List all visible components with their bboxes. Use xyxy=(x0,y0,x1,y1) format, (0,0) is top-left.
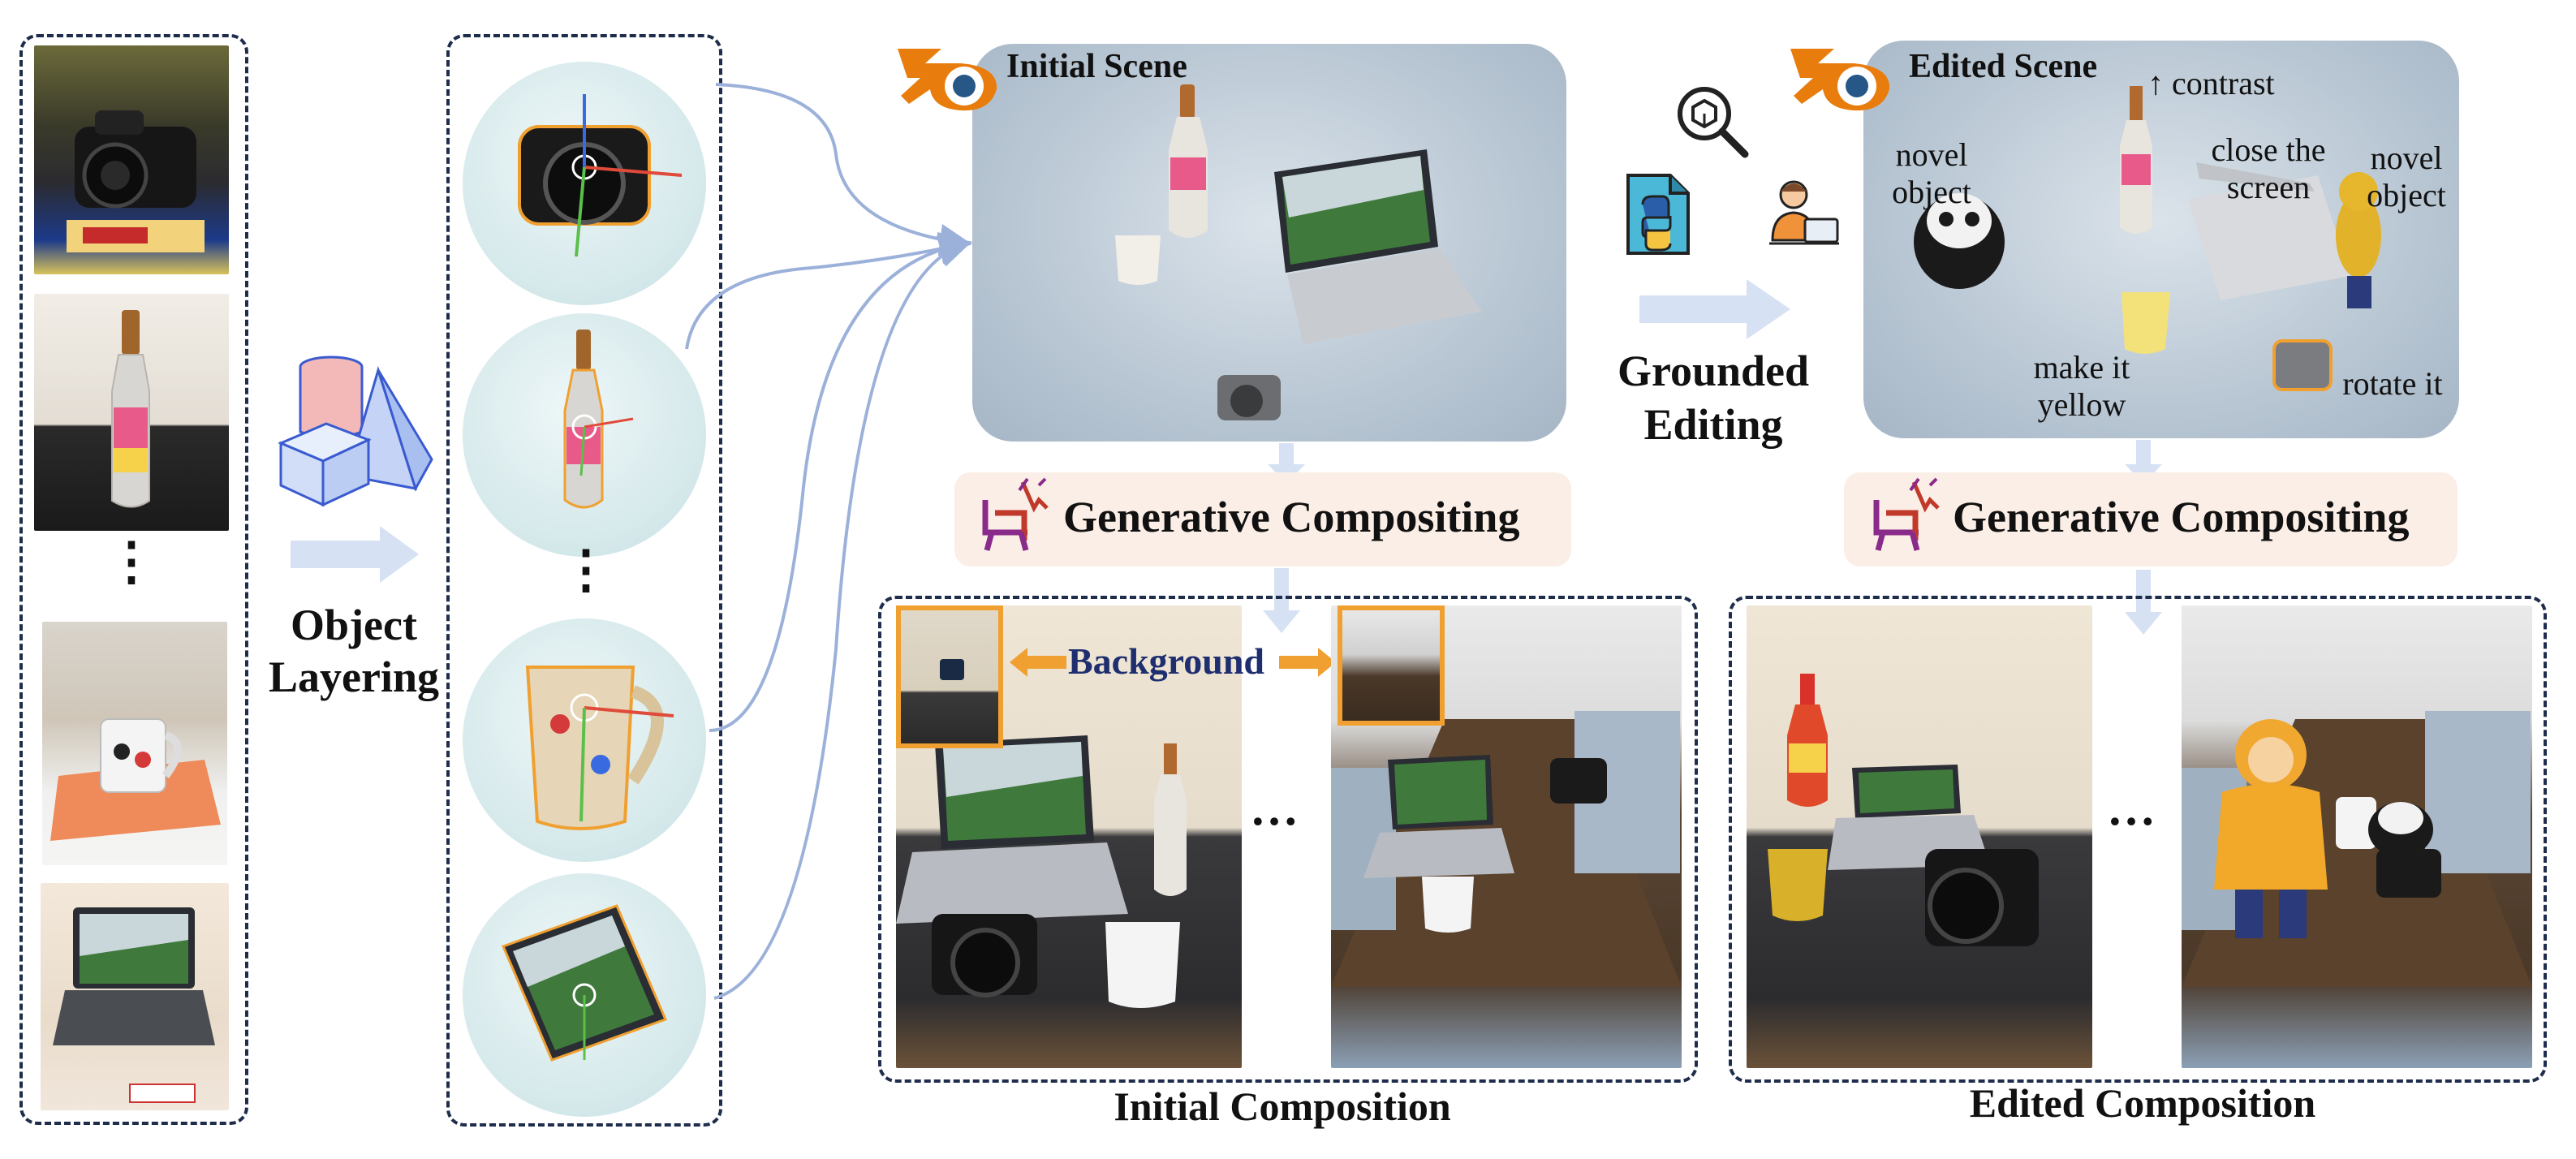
input-photos-panel xyxy=(19,34,248,1125)
object-layers-panel xyxy=(446,34,722,1127)
photo-camera xyxy=(34,45,229,274)
background-thumb-right xyxy=(1338,605,1445,726)
anno-novel-object-left: novel object xyxy=(1892,136,1971,210)
connector-lines xyxy=(685,83,972,1000)
initial-scene-title: Initial Scene xyxy=(1006,48,1187,85)
background-thumb-left xyxy=(896,605,1003,748)
blender-logo-icon xyxy=(893,24,1006,114)
edited-composition-title: Edited Composition xyxy=(1969,1080,2316,1126)
python-file-icon xyxy=(1623,172,1691,256)
grounded-editing-arrow xyxy=(1639,279,1790,339)
object-layering-label: Object Layering xyxy=(269,601,439,701)
background-arrow-left xyxy=(1010,646,1066,679)
generative-compositing-right xyxy=(1844,472,2458,567)
edited-composition-panel xyxy=(1729,596,2547,1083)
initial-scene xyxy=(972,44,1566,442)
3d-shapes-icon xyxy=(273,354,435,508)
anno-make-yellow: make it yellow xyxy=(2033,349,2130,423)
background-label: Background xyxy=(1068,640,1265,682)
edited-composition-image-1 xyxy=(1747,605,2092,1068)
grounded-editing-label: Grounded Editing xyxy=(1617,347,1810,449)
generative-compositing-right-label: Generative Compositing xyxy=(1953,493,2410,541)
ellipsis-initial: … xyxy=(1250,782,1302,835)
photo-laptop xyxy=(41,883,229,1110)
anno-rotate: rotate it xyxy=(2342,365,2443,402)
compositing-chair-icon xyxy=(971,476,1052,557)
ellipsis-edited: … xyxy=(2107,782,2159,835)
edited-scene xyxy=(1863,41,2459,438)
anno-novel-object-right: novel object xyxy=(2367,140,2446,213)
anno-close-screen: close the screen xyxy=(2211,131,2326,205)
developer-person-icon xyxy=(1761,170,1842,252)
anno-contrast: ↑ contrast xyxy=(2147,65,2275,101)
layer-mug xyxy=(463,618,706,862)
initial-composition-title: Initial Composition xyxy=(1114,1084,1451,1129)
initial-composition-panel xyxy=(878,596,1698,1083)
edited-down-arrow-2 xyxy=(2125,570,2162,635)
edited-scene-title: Edited Scene xyxy=(1909,48,2098,85)
layer-laptop xyxy=(463,873,706,1117)
blender-logo-icon-edited xyxy=(1786,24,1899,114)
search-3d-icon xyxy=(1672,81,1753,162)
photo-bottle xyxy=(34,294,229,531)
initial-composition-image-1 xyxy=(896,605,1242,1068)
edited-composition-image-2 xyxy=(2182,605,2532,1068)
layer-camera xyxy=(463,62,706,305)
generative-compositing-left xyxy=(954,472,1571,567)
photo-mug xyxy=(42,622,227,865)
generative-compositing-left-label: Generative Compositing xyxy=(1063,493,1520,541)
compositing-chair-icon-right xyxy=(1862,476,1943,557)
layering-flow-arrow xyxy=(291,526,420,583)
initial-down-arrow-2 xyxy=(1263,568,1300,633)
layer-bottle xyxy=(463,313,706,557)
background-arrow-right xyxy=(1279,646,1336,679)
